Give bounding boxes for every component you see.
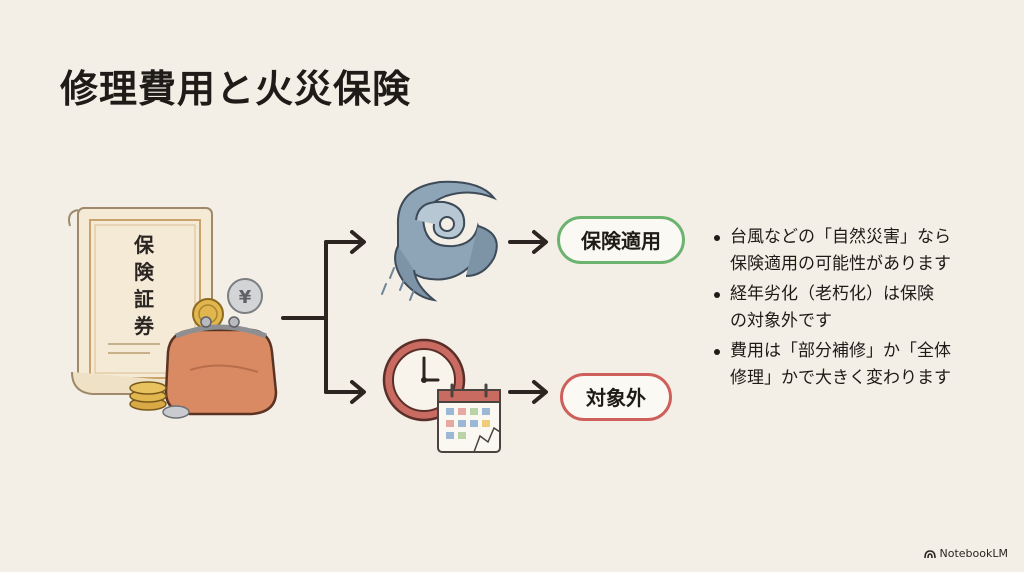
yen-symbol: ¥ [239,287,252,308]
bullet-item: 台風などの「自然災害」なら 保険適用の可能性があります [712,224,1012,278]
footer-brand: NotebookLM [923,547,1008,560]
page-title: 修理費用と火災保険 [60,67,412,111]
bullet-line: 修理」かで大きく変わります [730,368,951,388]
yen-coin-icon: ¥ [227,278,263,314]
bullet-line: 費用は「部分補修」か「全体 [730,341,951,361]
coin-stack-icon [129,381,190,419]
bullet-item: 費用は「部分補修」か「全体 修理」かで大きく変わります [712,338,1012,392]
certificate-label: 保険証券 [134,233,154,338]
notebooklm-logo-icon [923,549,936,558]
not-covered-badge: 対象外 [560,373,672,421]
covered-badge: 保険適用 [557,216,685,264]
coin-purse-icon [164,316,278,416]
bullet-line: 台風などの「自然災害」なら [730,227,951,247]
bullet-line: 保険適用の可能性があります [730,254,951,274]
clock-calendar-icon [382,338,501,453]
bullet-line: の対象外です [730,311,832,331]
arrows-to-outcomes [508,230,548,404]
bullet-item: 経年劣化（老朽化）は保険 の対象外です [712,281,1012,335]
bullet-list: 台風などの「自然災害」なら 保険適用の可能性があります 経年劣化（老朽化）は保険… [712,224,1012,395]
branch-connector [281,230,366,404]
typhoon-icon [381,180,498,302]
calendar-icon [437,383,501,453]
footer-brand-label: NotebookLM [939,547,1008,560]
bullet-line: 経年劣化（老朽化）は保険 [730,284,934,304]
